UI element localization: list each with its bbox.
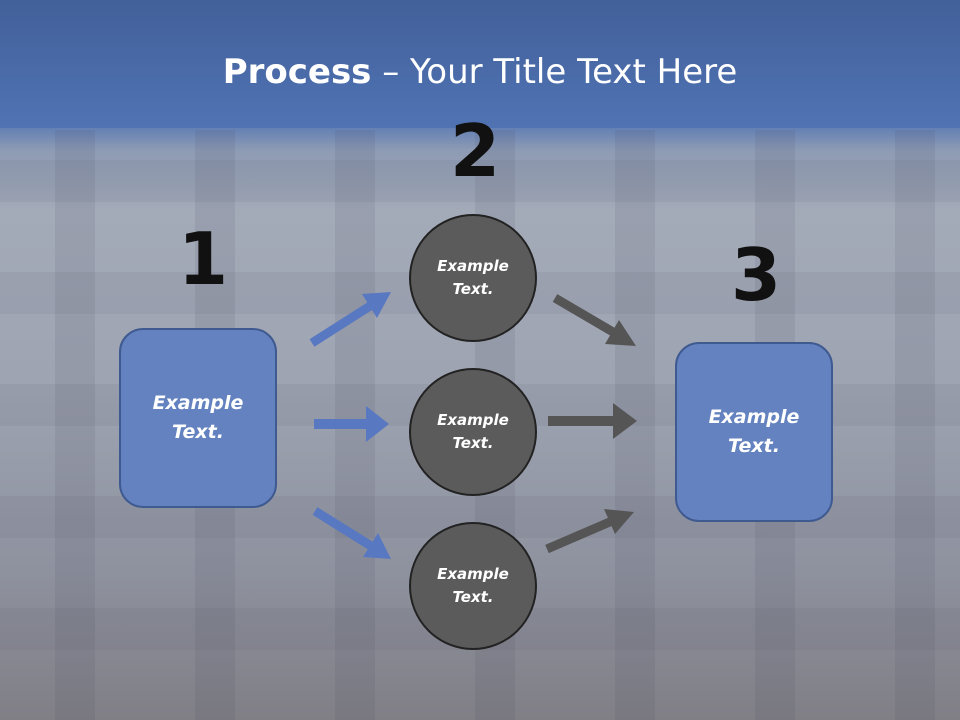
step-2-circle-top: Example Text. bbox=[409, 214, 537, 342]
step-number-1: 1 bbox=[178, 217, 229, 301]
step-number-2: 2 bbox=[450, 109, 501, 193]
title-bold: Process bbox=[222, 52, 372, 92]
step-2-circle-middle: Example Text. bbox=[409, 368, 537, 496]
step-3-text: Example Text. bbox=[708, 406, 800, 457]
arrow-1-to-top bbox=[309, 292, 391, 347]
arrow-1-to-bottom bbox=[312, 507, 391, 559]
step-2-circle-bottom: Example Text. bbox=[409, 522, 537, 650]
title-band bbox=[0, 0, 960, 128]
arrow-1-to-middle bbox=[314, 406, 389, 442]
arrow-top-to-3 bbox=[552, 294, 636, 346]
step-1-box: Example Text. bbox=[119, 328, 277, 508]
arrow-middle-to-3 bbox=[548, 403, 637, 439]
step-1-text: Example Text. bbox=[152, 392, 244, 443]
title-rest: – Your Title Text Here bbox=[371, 52, 738, 92]
step-2-text-middle: Example Text. bbox=[437, 411, 509, 452]
arrow-bottom-to-3 bbox=[545, 509, 634, 554]
step-number-3: 3 bbox=[731, 233, 782, 317]
step-2-text-bottom: Example Text. bbox=[437, 565, 509, 606]
slide-title: Process – Your Title Text Here bbox=[0, 52, 960, 92]
step-3-box: Example Text. bbox=[675, 342, 833, 522]
step-2-text-top: Example Text. bbox=[437, 257, 509, 298]
